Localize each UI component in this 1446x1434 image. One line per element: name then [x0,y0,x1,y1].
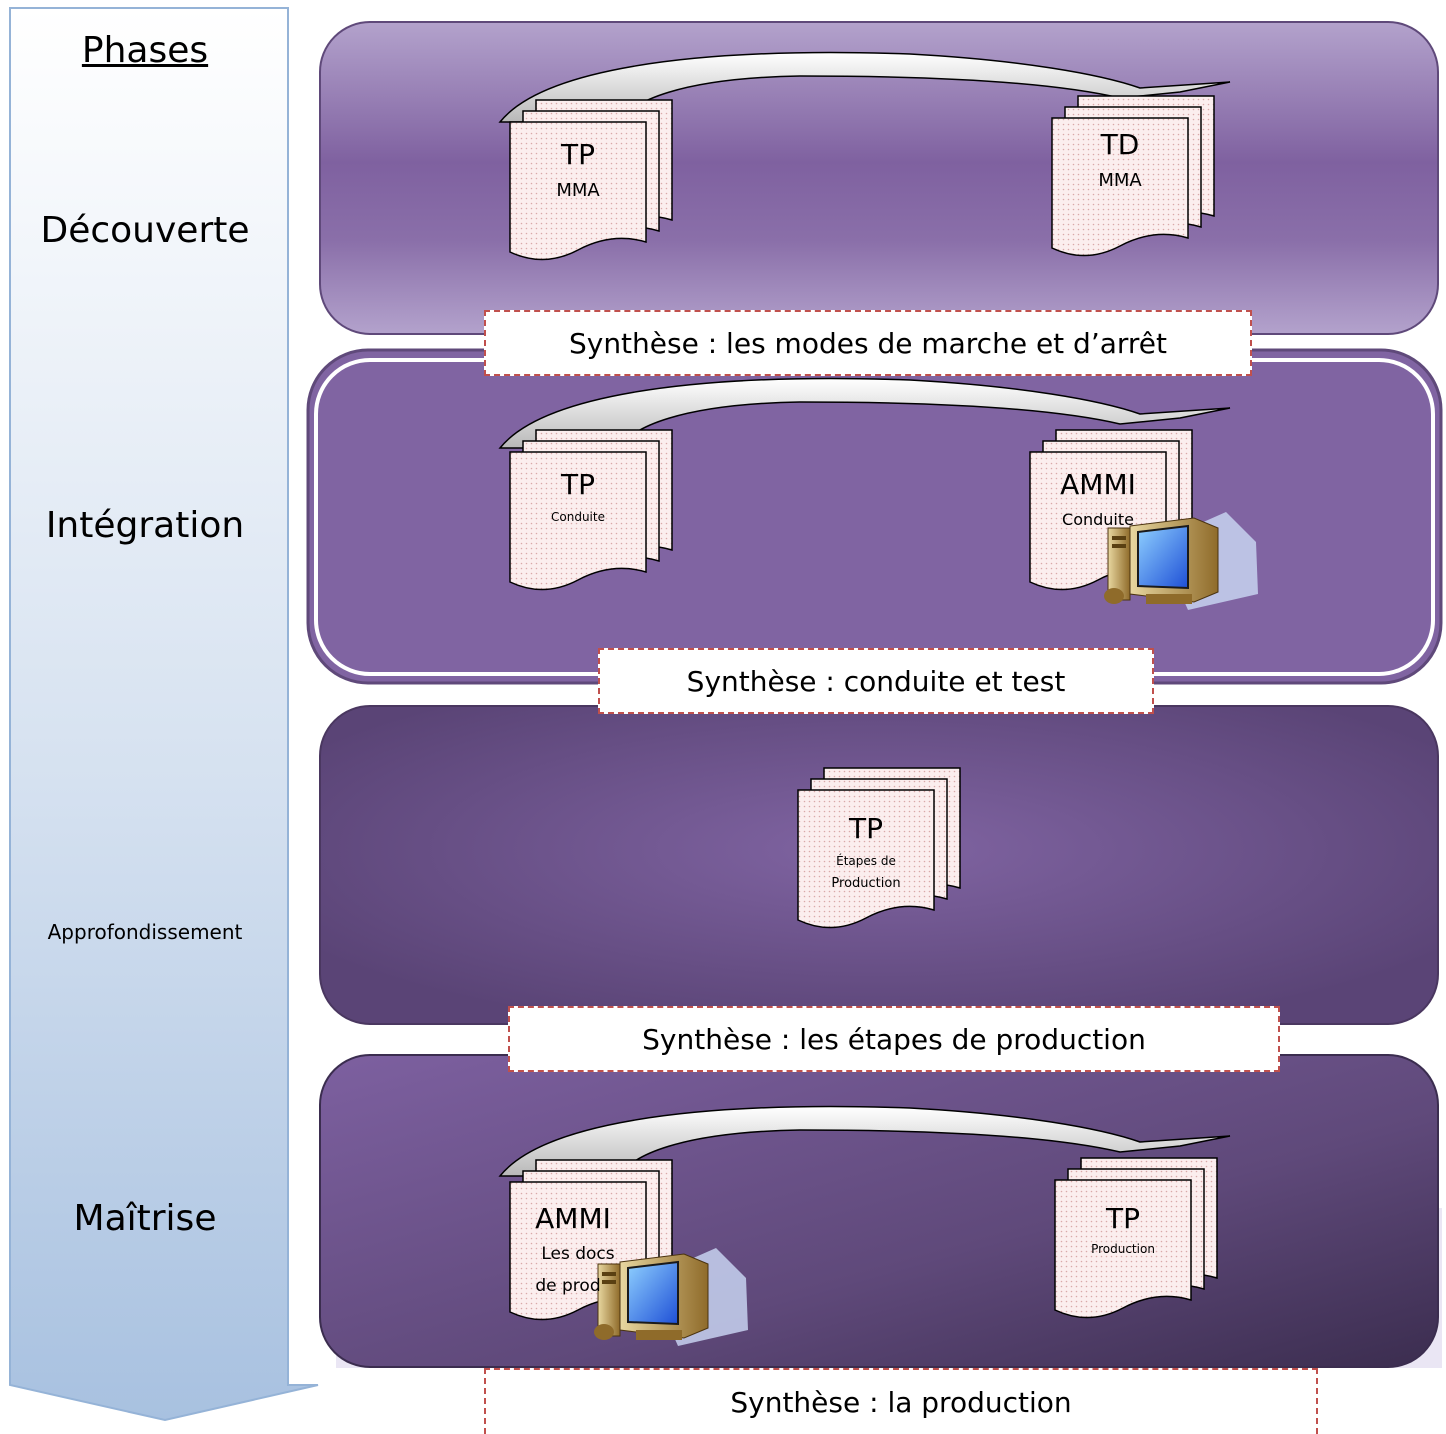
doc-subtitle: Conduite [551,510,605,524]
doc-subtitle: Production [1091,1242,1155,1256]
synthesis-box-3: Synthèse : les étapes de production [508,1006,1280,1072]
doc-title: AMMI [535,1202,611,1235]
stage-panel-4 [319,1054,1439,1368]
doc-subtitle: MMA [1098,170,1142,191]
doc-title: TP [849,812,883,845]
doc-subtitle-line2: de prod [535,1276,601,1296]
doc-subtitle: Conduite [1062,510,1134,529]
phase-label-integration: Intégration [45,505,245,546]
doc-title: TP [561,138,595,171]
synthesis-box-1: Synthèse : les modes de marche et d’arrê… [484,310,1252,376]
doc-subtitle: MMA [556,180,600,201]
phase-label-maitrise: Maîtrise [73,1198,217,1239]
doc-title: TD [1100,128,1140,161]
doc-title: TP [561,468,595,501]
synthesis-box-2: Synthèse : conduite et test [598,648,1154,714]
phase-label-approfondissement: Approfondissement [47,920,243,944]
synthesis-box-4: Synthèse : la production [484,1368,1318,1434]
doc-subtitle-line1: Les docs [541,1244,615,1264]
doc-title: AMMI [1060,468,1136,501]
doc-subtitle-line2: Production [831,876,901,891]
phases-header: Phases [81,30,209,71]
phase-arrow [9,7,319,1422]
doc-title: TP [1106,1202,1140,1235]
doc-subtitle-line1: Étapes de [836,854,896,868]
phase-label-decouverte: Découverte [40,210,250,251]
